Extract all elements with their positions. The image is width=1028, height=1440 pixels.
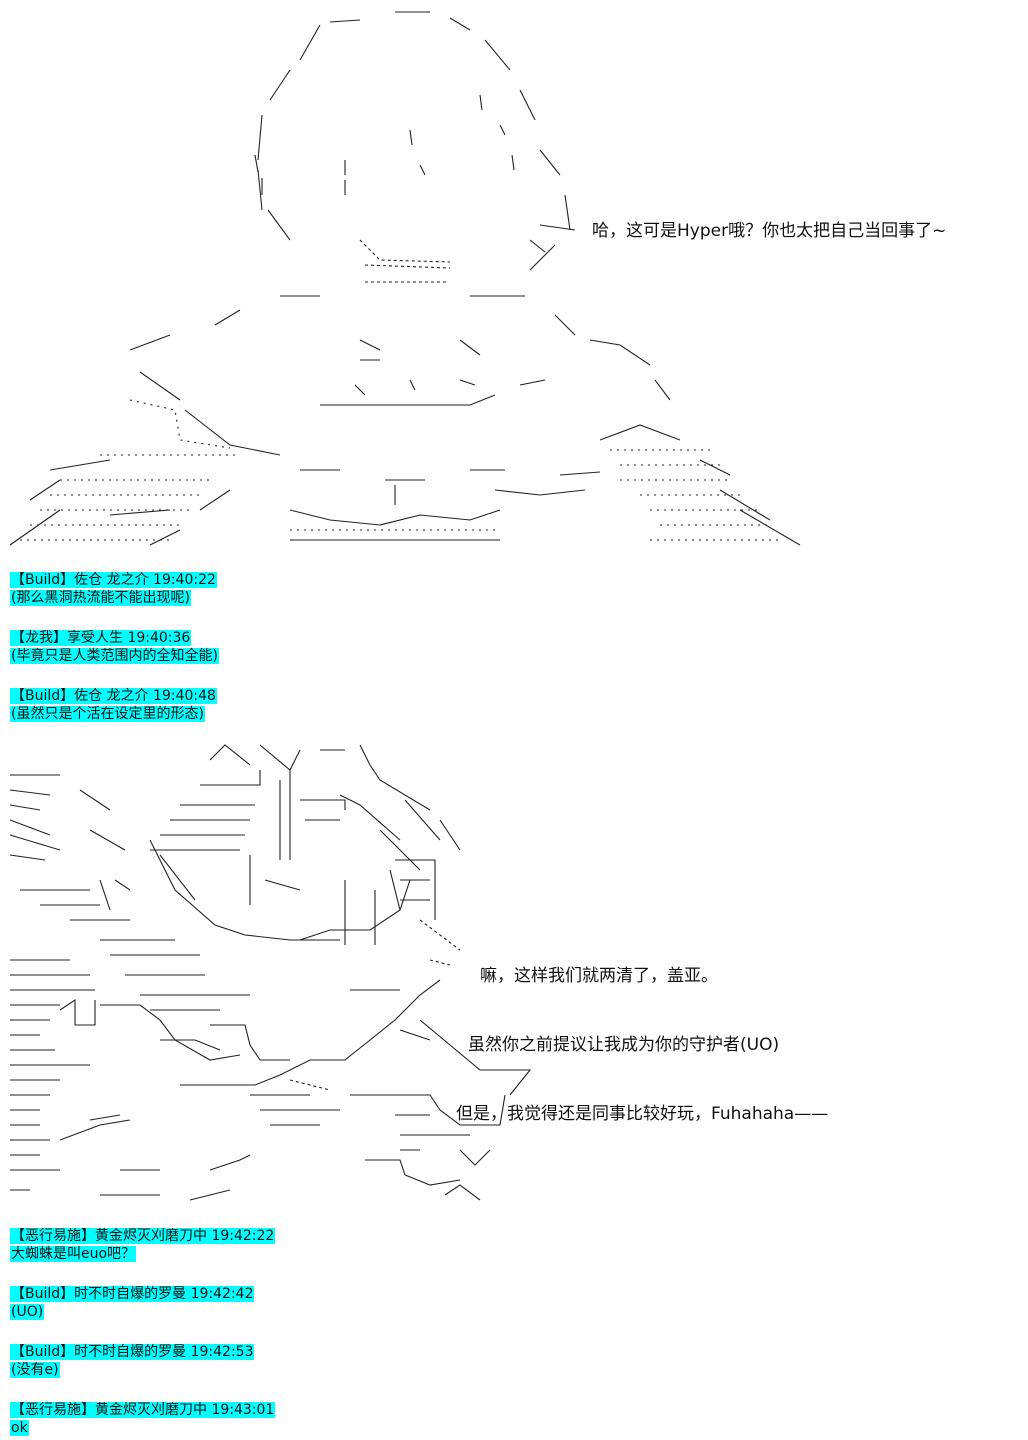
chat-message: 【Build】佐仓 龙之介 19:40:48 (虽然只是个活在设定里的形态)	[10, 687, 219, 723]
dialog-line: 但是，我觉得还是同事比较好玩，Fuhahaha——	[456, 1104, 829, 1124]
chat-message: 【恶行易施】黄金烬灭刈磨刀中 19:42:22 大蜘蛛是叫euo吧？	[10, 1227, 276, 1263]
chat-header: 【龙我】享受人生 19:40:36	[10, 630, 192, 646]
chat-log-2: 【恶行易施】黄金烬灭刈磨刀中 19:42:22 大蜘蛛是叫euo吧？ 【Buil…	[10, 1227, 276, 1437]
scene2-dialog: 嘛，这样我们就两清了，盖亚。 虽然你之前提议让我成为你的守护者(UO) 但是，我…	[456, 919, 828, 1149]
chat-header: 【Build】时不时自爆的罗曼 19:42:53	[10, 1344, 255, 1360]
chat-message: 【Build】佐仓 龙之介 19:40:22 (那么黑洞热流能不能出现呢)	[10, 571, 219, 607]
ascii-art-figure-2	[0, 740, 1028, 1210]
dialog-line: 虽然你之前提议让我成为你的守护者(UO)	[468, 1035, 780, 1055]
chat-header: 【Build】时不时自爆的罗曼 19:42:42	[10, 1286, 255, 1302]
ascii-art-figure-1	[0, 0, 1028, 560]
chat-header: 【Build】佐仓 龙之介 19:40:48	[10, 688, 217, 704]
dialog-line: 嘛，这样我们就两清了，盖亚。	[480, 966, 718, 986]
chat-header: 【恶行易施】黄金烬灭刈磨刀中 19:43:01	[10, 1402, 276, 1418]
chat-log-1: 【Build】佐仓 龙之介 19:40:22 (那么黑洞热流能不能出现呢) 【龙…	[10, 571, 219, 723]
chat-message: 【Build】时不时自爆的罗曼 19:42:53 (没有e)	[10, 1343, 275, 1379]
chat-body: (那么黑洞热流能不能出现呢)	[10, 590, 191, 606]
chat-body: (UO)	[10, 1304, 45, 1320]
chat-body: (毕竟只是人类范围内的全知全能)	[10, 648, 219, 664]
chat-body: (虽然只是个活在设定里的形态)	[10, 706, 205, 722]
chat-header: 【恶行易施】黄金烬灭刈磨刀中 19:42:22	[10, 1228, 276, 1244]
scene1-dialog: 哈，这可是Hyper哦？你也太把自己当回事了~	[592, 221, 947, 241]
chat-body: (没有e)	[10, 1362, 60, 1378]
chat-body: 大蜘蛛是叫euo吧？	[10, 1246, 137, 1262]
chat-header: 【Build】佐仓 龙之介 19:40:22	[10, 572, 217, 588]
chat-message: 【恶行易施】黄金烬灭刈磨刀中 19:43:01 ok	[10, 1401, 276, 1437]
chat-message: 【Build】时不时自爆的罗曼 19:42:42 (UO)	[10, 1285, 275, 1321]
chat-message: 【龙我】享受人生 19:40:36 (毕竟只是人类范围内的全知全能)	[10, 629, 219, 665]
chat-body: ok	[10, 1420, 29, 1436]
